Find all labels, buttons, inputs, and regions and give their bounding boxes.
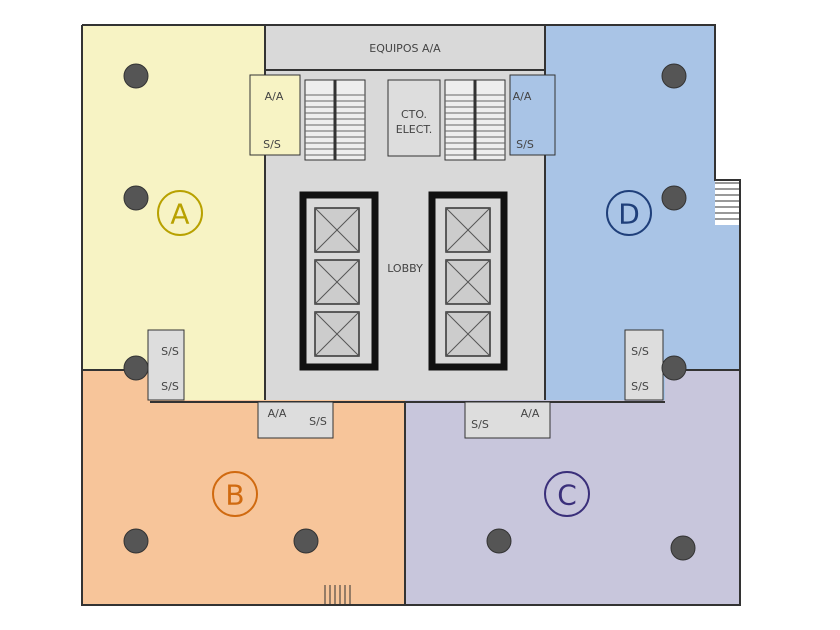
- zone-b-marker: B: [212, 471, 258, 517]
- zone-d-area[interactable]: [545, 25, 740, 400]
- svg-text:B: B: [225, 479, 244, 512]
- restroom-top-right: A/A S/S: [509, 74, 556, 156]
- elevator-bank-right: [428, 191, 508, 371]
- svg-text:A/A: A/A: [268, 407, 287, 420]
- elevator-cross: [314, 207, 360, 253]
- svg-text:C: C: [557, 479, 577, 512]
- svg-text:S/S: S/S: [631, 345, 649, 358]
- zone-a-marker: A: [157, 190, 203, 236]
- structural-column: [123, 355, 149, 381]
- cto-label-2: ELECT.: [396, 123, 433, 136]
- cto-label-1: CTO.: [401, 108, 427, 121]
- structural-column: [123, 63, 149, 89]
- svg-text:S/S: S/S: [161, 380, 179, 393]
- svg-text:S/S: S/S: [471, 418, 489, 431]
- stair-right: [444, 79, 506, 161]
- stair-left: [304, 79, 366, 161]
- exterior-stair-right: [715, 182, 740, 220]
- elevator-cross: [314, 311, 360, 357]
- svg-text:A: A: [170, 198, 189, 231]
- restroom-right: S/S S/S: [624, 329, 664, 401]
- svg-text:A/A: A/A: [513, 90, 532, 103]
- svg-text:S/S: S/S: [309, 415, 327, 428]
- structural-column: [486, 528, 512, 554]
- svg-text:A/A: A/A: [521, 407, 540, 420]
- svg-text:A/A: A/A: [265, 90, 284, 103]
- structural-column: [661, 185, 687, 211]
- exterior-stair-bottom: [324, 585, 351, 605]
- structural-column: [293, 528, 319, 554]
- svg-text:S/S: S/S: [263, 138, 281, 151]
- svg-text:S/S: S/S: [631, 380, 649, 393]
- lobby-label: LOBBY: [387, 262, 423, 275]
- zone-d-marker: D: [606, 190, 652, 236]
- structural-column: [661, 63, 687, 89]
- structural-column: [123, 185, 149, 211]
- restroom-left: S/S S/S: [147, 329, 185, 401]
- svg-text:S/S: S/S: [161, 345, 179, 358]
- zone-c-marker: C: [544, 471, 590, 517]
- elevator-cross: [445, 311, 491, 357]
- restroom-bottom-right: S/S A/A: [464, 401, 551, 439]
- equipos-label: EQUIPOS A/A: [369, 42, 441, 55]
- elevator-shaft: [299, 191, 379, 371]
- outer-wall: [81, 24, 741, 606]
- elevator-shaft: [428, 191, 508, 371]
- elevator-cross: [314, 259, 360, 305]
- structural-column: [670, 535, 696, 561]
- structural-column: [661, 355, 687, 381]
- restroom-bottom-left: A/A S/S: [257, 401, 334, 439]
- restroom-top-left: A/A S/S: [249, 74, 301, 156]
- svg-text:D: D: [618, 198, 640, 231]
- svg-text:S/S: S/S: [516, 138, 534, 151]
- elevator-bank-left: [299, 191, 379, 371]
- zone-a-area[interactable]: [82, 25, 265, 400]
- electrical-room: [387, 79, 441, 157]
- elevator-cross: [445, 207, 491, 253]
- elevator-cross: [445, 259, 491, 305]
- structural-column: [123, 528, 149, 554]
